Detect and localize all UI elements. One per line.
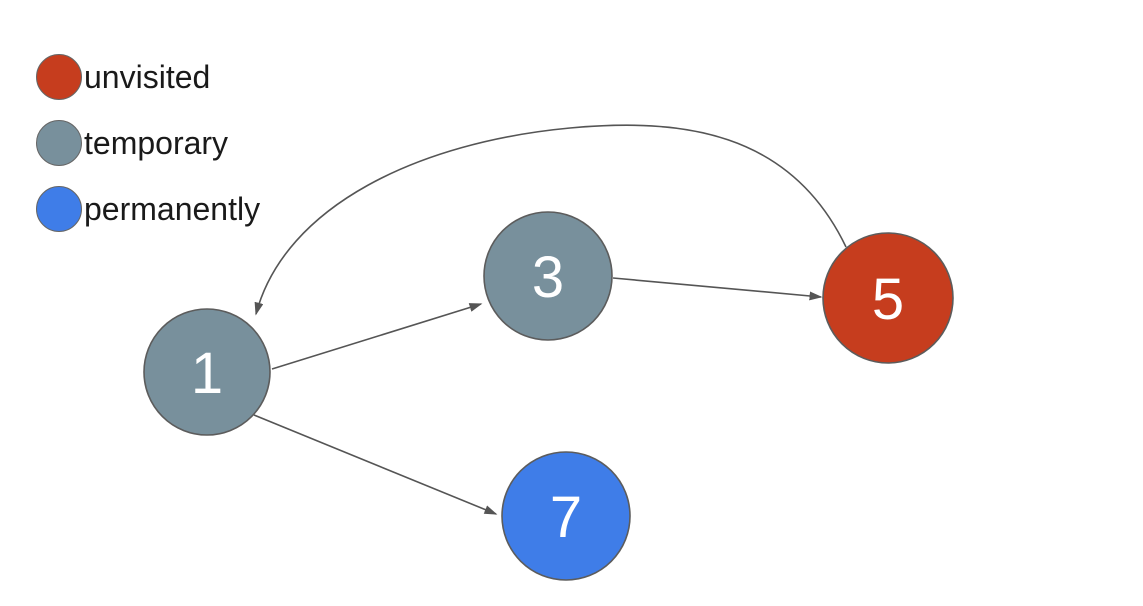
temporary-color-swatch xyxy=(36,120,82,166)
legend: unvisited temporary permanently xyxy=(36,54,260,252)
node-circle-1 xyxy=(143,308,271,436)
node-circle-7 xyxy=(501,451,631,581)
node-label-5: 5 xyxy=(872,267,904,332)
permanently-color-swatch xyxy=(36,186,82,232)
graph-node-7: 7 xyxy=(501,451,631,581)
unvisited-color-swatch xyxy=(36,54,82,100)
legend-item-permanently: permanently xyxy=(36,186,260,232)
edges-layer xyxy=(253,124,847,515)
node-circle-3 xyxy=(483,211,613,341)
graph-node-1: 1 xyxy=(143,308,271,436)
edge-3-to-5 xyxy=(612,277,823,301)
edge-1-to-7 xyxy=(253,414,498,515)
graph-node-3: 3 xyxy=(483,211,613,341)
legend-label-permanently: permanently xyxy=(84,191,261,227)
node-label-7: 7 xyxy=(550,485,582,550)
nodes-layer: 1 3 5 7 xyxy=(143,211,954,581)
graph-node-5: 5 xyxy=(822,232,954,364)
node-label-1: 1 xyxy=(191,341,223,406)
node-label-3: 3 xyxy=(532,245,564,310)
legend-item-unvisited: unvisited xyxy=(36,54,260,100)
legend-label-temporary: temporary xyxy=(84,125,229,161)
legend-label-unvisited: unvisited xyxy=(84,59,211,95)
edge-1-to-3 xyxy=(271,303,483,370)
edge-5-to-1 xyxy=(254,124,847,316)
legend-item-temporary: temporary xyxy=(36,120,260,166)
node-circle-5 xyxy=(822,232,954,364)
